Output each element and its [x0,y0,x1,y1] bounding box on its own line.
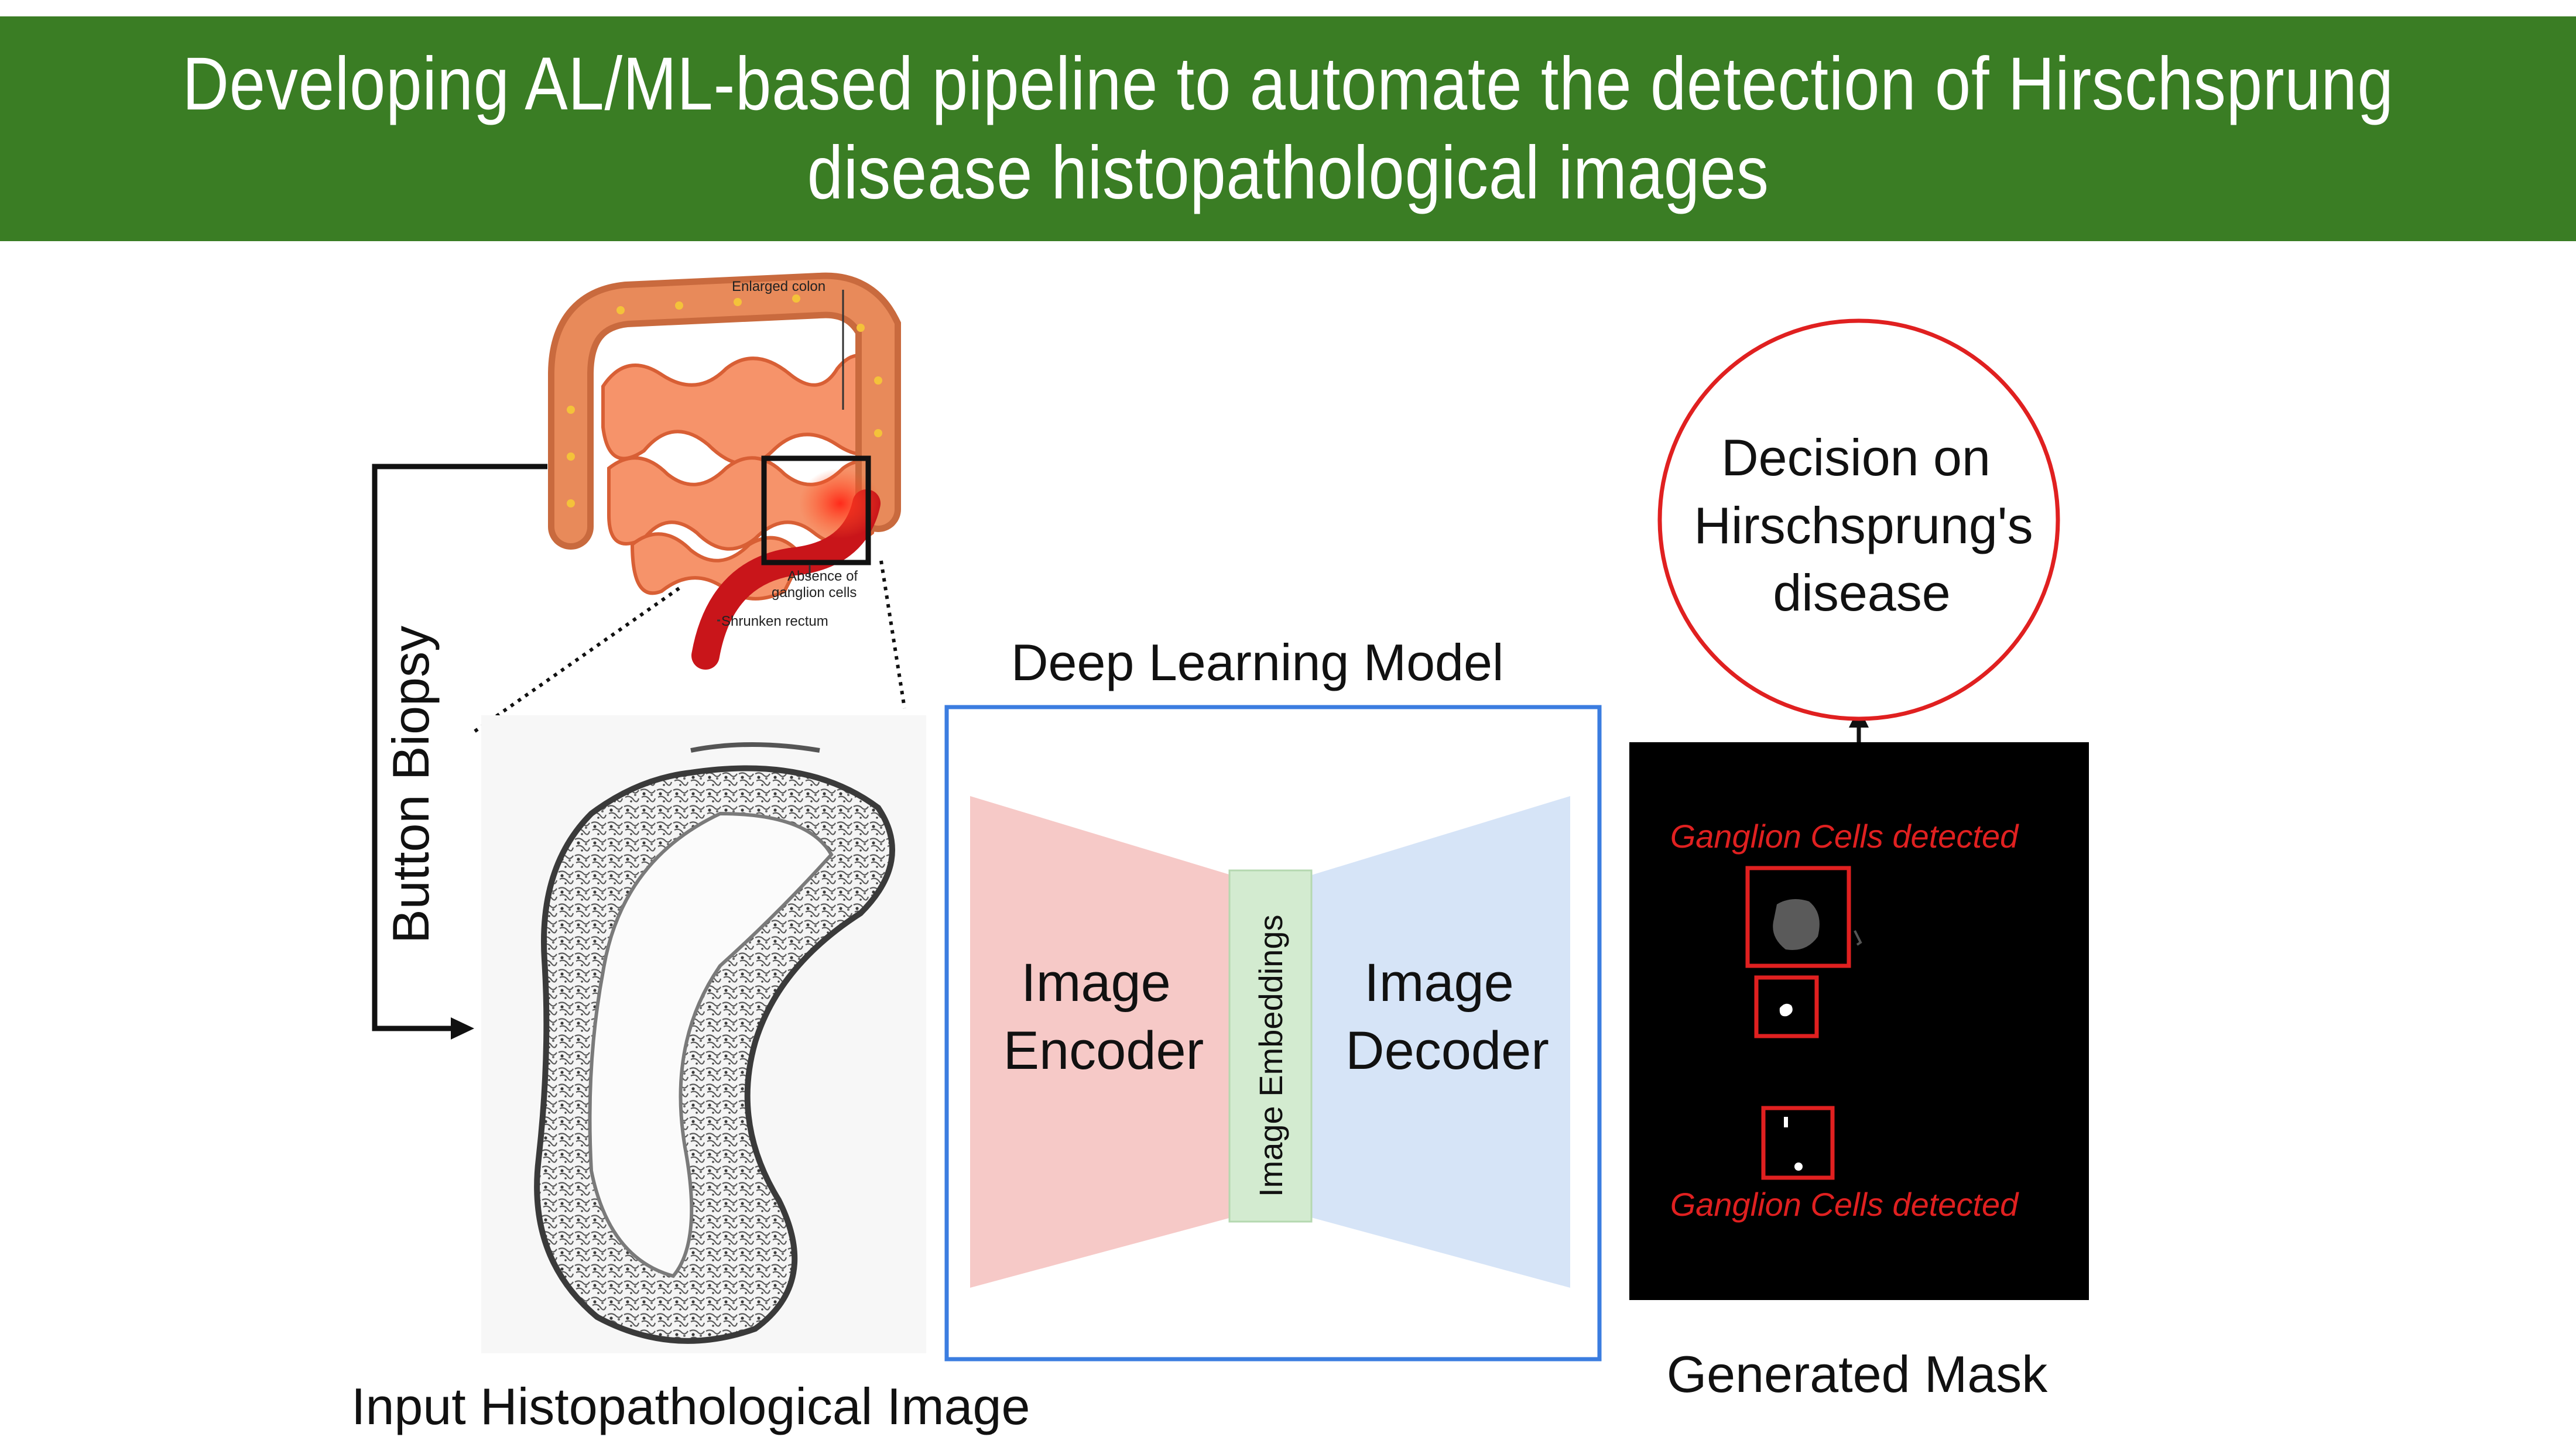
biopsy-label: Button Biopsy [382,626,440,944]
anatomy-label-shrunken-rectum: Shrunken rectum [721,613,828,629]
histopathology-image [481,715,926,1353]
anatomy-label-ganglion: ganglion cells [772,585,857,601]
detection-box-2 [1754,975,1819,1038]
title-banner: Developing AL/ML-based pipeline to autom… [0,16,2576,241]
detection-box-3 [1761,1106,1835,1180]
model-title: Deep Learning Model [1011,633,1503,691]
embeddings-block [1228,869,1313,1223]
model-box [944,705,1602,1362]
biopsy-arrowhead [451,1017,474,1040]
mask-label: Generated Mask [1667,1345,2049,1403]
ganglion-cell-2 [1779,1003,1793,1017]
embeddings-label: Image Embeddings [1252,914,1289,1197]
title-line-1: Developing AL/ML-based pipeline to autom… [182,42,2394,126]
encoder-label-line1: Image [1021,953,1171,1013]
decision-line-3: disease [1773,564,1950,622]
zoom-line-left [473,587,680,733]
decision-circle [1657,318,2060,721]
ganglion-cell-1 [1773,899,1820,951]
title-line-2: disease histopathological images [807,131,1769,215]
input-image-label: Input Histopathological Image [351,1377,1030,1435]
detection-label-top: Ganglion Cells detected [1670,818,2019,855]
encoder-label-line2: Encoder [1003,1021,1204,1081]
decoder-label-line1: Image [1364,953,1514,1013]
anatomy-label-enlarged-colon: Enlarged colon [732,279,825,294]
biopsy-arrow [372,464,547,1031]
detection-box-1 [1745,866,1851,968]
decision-line-1: Decision on [1721,428,1991,486]
decoder-shape [1311,796,1570,1288]
mask-image [1629,742,2089,1300]
encoder-shape [970,796,1231,1288]
decision-line-2: Hirschsprung's [1694,496,2033,554]
anatomy-label-absence: Absence of [787,568,858,584]
intestine-illustration [548,272,901,670]
decoder-label-line2: Decoder [1345,1021,1549,1081]
ganglion-cell-3a [1784,1117,1788,1127]
detection-label-bottom: Ganglion Cells detected [1670,1186,2019,1223]
zoom-line-right [879,560,906,709]
ganglion-cell-3b [1794,1162,1803,1171]
